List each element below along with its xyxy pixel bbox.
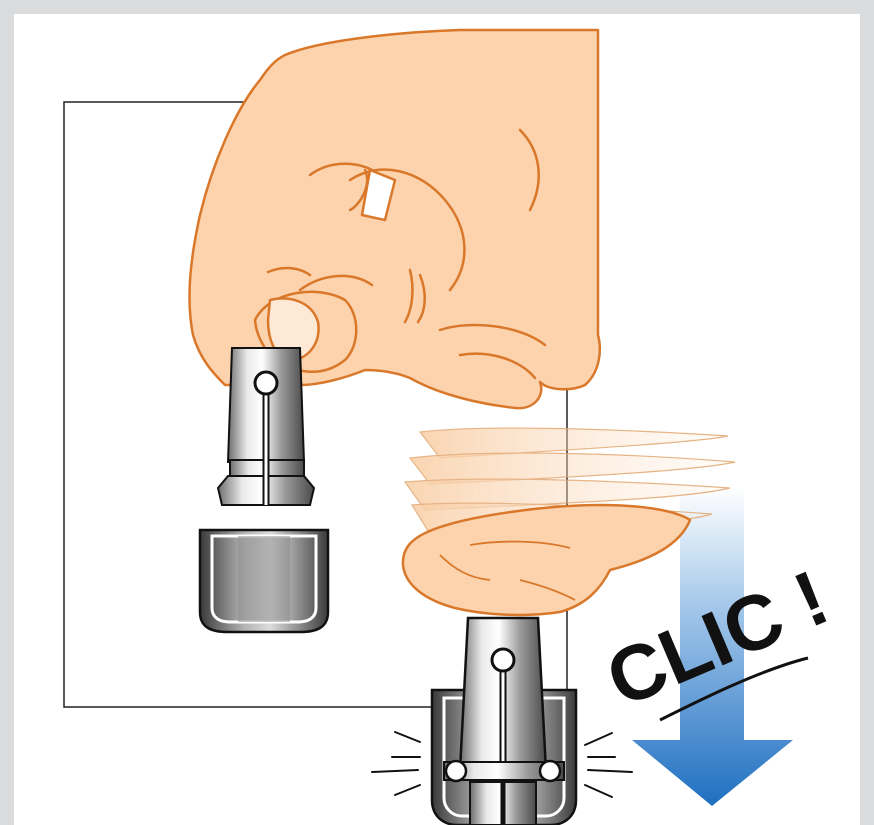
- socket-upper: [200, 530, 328, 632]
- clip-part-upper: [218, 348, 314, 505]
